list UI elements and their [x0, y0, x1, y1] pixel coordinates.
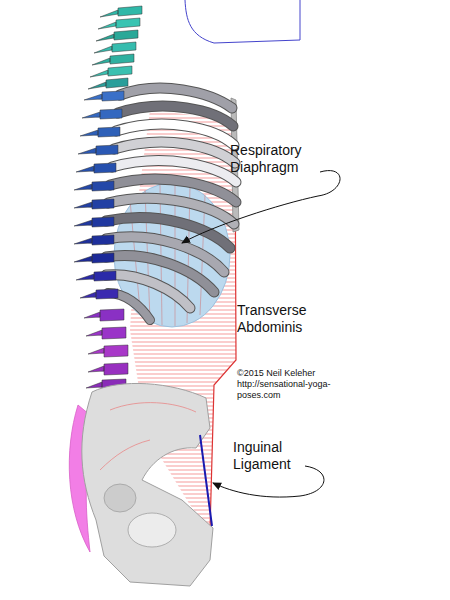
rib-cage: [106, 88, 236, 320]
leader-line: [182, 171, 340, 243]
pelvis-markings: [100, 403, 196, 470]
hip-socket: [104, 484, 136, 512]
part-label: Respiratory Diaphragm: [230, 142, 340, 176]
pelvis: [82, 383, 213, 586]
inguinal-ligament: [200, 435, 212, 526]
part-label: Transverse Abdominis: [237, 302, 347, 336]
part-label: http://sensational-yoga-poses.com: [237, 379, 337, 401]
spine: [74, 6, 142, 391]
part-label: ©2015 Neil Keleher: [237, 368, 347, 379]
head-outline: [185, 0, 300, 43]
part-label: Inguinal Ligament: [233, 439, 313, 473]
obturator-foramen: [128, 513, 176, 547]
